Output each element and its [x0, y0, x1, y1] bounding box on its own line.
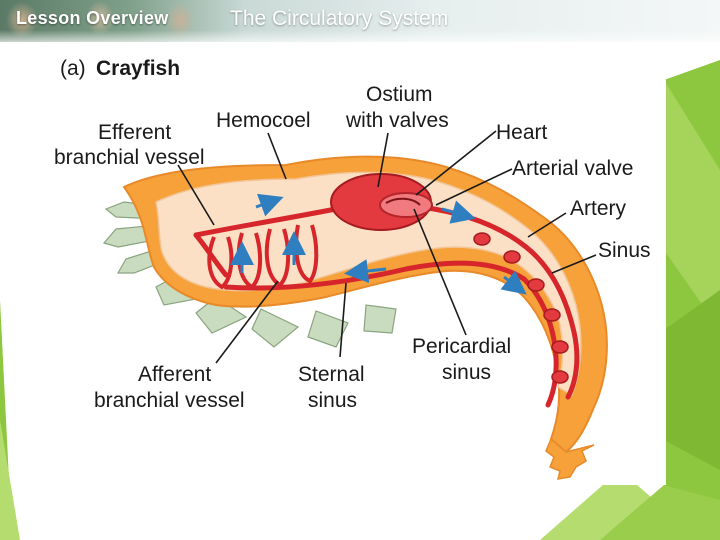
leader-pericardial — [413, 208, 467, 336]
leader-heart — [415, 130, 497, 196]
sinus-node-5 — [551, 340, 569, 354]
ventral-vessel — [223, 260, 527, 291]
pericardial-ring — [379, 192, 433, 218]
label-afferent-line2: branchial vessel — [94, 389, 245, 412]
flow-arrows — [230, 193, 527, 295]
leader-hemocoel — [267, 132, 287, 180]
green-facet-bottom-2 — [600, 485, 720, 540]
leader-artery — [527, 212, 567, 238]
heart — [330, 173, 433, 231]
flow-arrow-4 — [344, 259, 387, 283]
leader-sternal — [339, 282, 347, 358]
leg-5 — [195, 296, 248, 334]
posterior-artery — [418, 204, 580, 400]
label-hemocoel: Hemocoel — [216, 109, 311, 132]
leader-efferent — [177, 164, 215, 226]
label-efferent-line2: branchial vessel — [54, 146, 205, 169]
sinus-node-3 — [527, 278, 545, 292]
label-pericardial-line1: Pericardial — [412, 335, 511, 358]
sinus-node-2 — [503, 250, 521, 264]
label-ostium-line2: with valves — [345, 109, 449, 132]
sinus-node-4 — [543, 308, 561, 322]
leader-lines — [177, 130, 597, 364]
label-arterial-valve: Arterial valve — [512, 157, 633, 180]
header-fade — [0, 30, 720, 48]
ostium-valve — [385, 197, 421, 206]
slide-title: The Circulatory System — [230, 7, 449, 30]
green-facet-right-2 — [664, 80, 720, 330]
green-facet-right-3 — [664, 290, 720, 470]
flow-arrow-5 — [441, 200, 476, 224]
leg-7 — [307, 310, 349, 348]
leader-sinus — [551, 254, 597, 274]
label-afferent-line1: Afferent — [138, 363, 211, 386]
ventral-artery — [521, 276, 559, 408]
label-sinus: Sinus — [598, 239, 651, 262]
green-facet-left-2 — [0, 420, 20, 540]
label-pericardial-line2: sinus — [442, 361, 491, 384]
tail-fringe — [545, 437, 595, 480]
leg-6 — [251, 308, 300, 348]
sinus-node-1 — [473, 232, 491, 246]
crayfish-circulatory-diagram: (a) Crayfish — [54, 57, 651, 480]
sinus-node-6 — [551, 370, 569, 384]
leader-ostium — [377, 132, 389, 188]
label-ostium-line1: Ostium — [366, 83, 433, 106]
flow-arrow-1 — [255, 193, 284, 217]
flow-arrow-6 — [500, 270, 527, 295]
label-artery: Artery — [570, 197, 627, 220]
label-sternal-line1: Sternal — [298, 363, 365, 386]
leg-8 — [363, 304, 397, 334]
arterial-sinuses — [473, 232, 569, 384]
label-sternal-line2: sinus — [308, 389, 357, 412]
leader-arterial-valve — [435, 168, 513, 206]
figure-panel-label: (a) — [60, 57, 86, 80]
label-efferent-line1: Efferent — [98, 121, 171, 144]
leader-afferent — [215, 280, 279, 364]
label-heart: Heart — [496, 121, 548, 144]
figure-title: Crayfish — [96, 57, 180, 80]
lesson-overview-label: Lesson Overview — [16, 8, 169, 28]
